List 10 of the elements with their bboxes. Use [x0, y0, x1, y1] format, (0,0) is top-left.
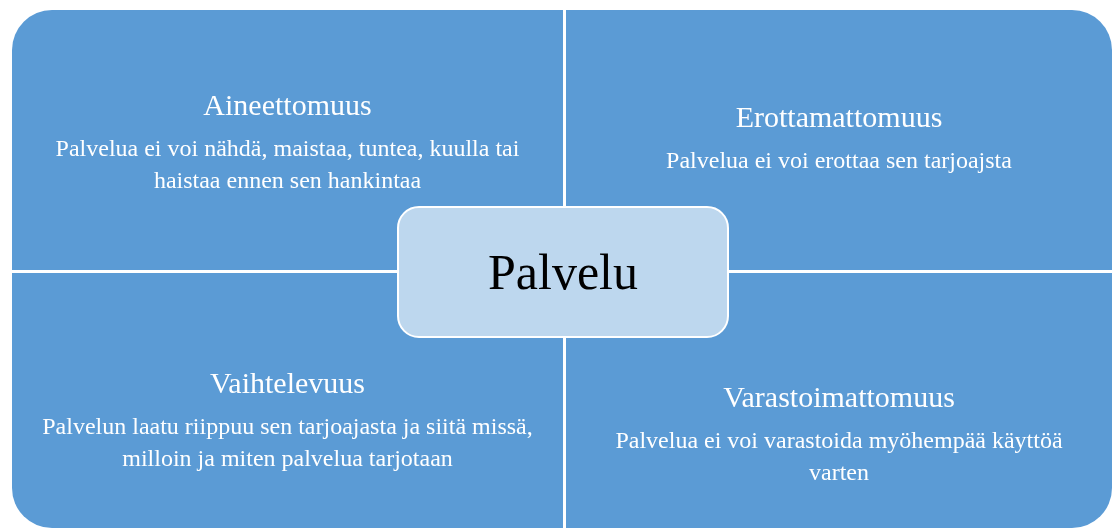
section-heading: Aineettomuus: [203, 88, 372, 122]
section-description: Palvelua ei voi erottaa sen tarjoajsta: [665, 146, 1013, 175]
center-box: [397, 206, 729, 338]
center-label: Palvelu: [488, 243, 638, 301]
section-description: Palvelua ei voi nähdä, maistaa, tuntea, kuulla tai haistaa ennen sen hankintaa: [54, 134, 521, 195]
section-description: Palvelua ei voi varastoida myöhempää käyttöä varten: [614, 426, 1064, 487]
section-heading: Vaihtelevuus: [210, 366, 365, 400]
section-heading: Erottamattomuus: [735, 100, 943, 134]
section-description: Palvelun laatu riippuu sen tarjoajasta ja siitä missä, milloin ja miten palvelua tarjotaan: [41, 412, 534, 473]
section-heading: Varastoimattomuus: [723, 380, 955, 414]
